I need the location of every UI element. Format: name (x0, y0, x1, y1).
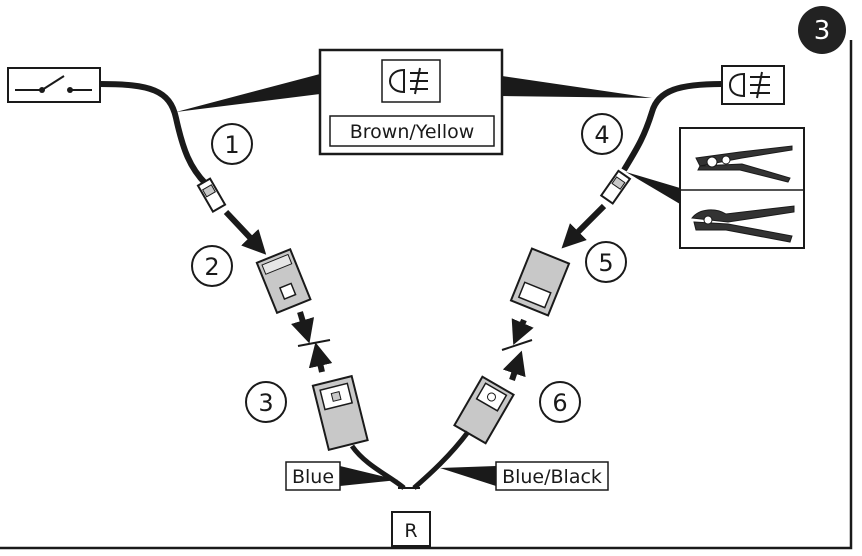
callout-3: 3 (245, 381, 287, 423)
callout-6: 6 (539, 381, 581, 423)
connector-housing-6 (453, 375, 515, 445)
wire-right-upper (621, 81, 723, 172)
callout-2: 2 (191, 245, 233, 287)
wire-color-label: Brown/Yellow (350, 121, 475, 143)
fog-lamp-icon (721, 65, 785, 105)
callout-wedge-tool (626, 172, 680, 204)
callout-wedge-left (176, 74, 320, 112)
step-badge: 3 (798, 6, 846, 54)
mating-arrows-left (291, 311, 333, 373)
svg-text:3: 3 (814, 16, 831, 46)
callout-5: 5 (585, 241, 627, 283)
callout-1: 1 (211, 123, 253, 165)
connector-housing-5 (509, 247, 571, 317)
terminal-left (196, 177, 227, 213)
fog-lamp-icon (388, 67, 428, 95)
connector-housing-3 (311, 374, 369, 452)
svg-text:3: 3 (258, 389, 273, 417)
crimping-tool-icon (679, 127, 805, 249)
callout-4: 4 (581, 113, 623, 155)
callout-wedge-right (502, 76, 652, 98)
svg-text:R: R (404, 520, 417, 542)
terminal-right (599, 169, 632, 205)
svg-text:1: 1 (224, 131, 239, 159)
svg-text:Blue/Black: Blue/Black (502, 466, 602, 488)
mating-arrows-right (501, 318, 534, 381)
wire-left-upper (99, 81, 209, 187)
relay-box: R (391, 511, 431, 547)
arrow-terminal-to-connector-right (561, 203, 607, 249)
svg-text:5: 5 (598, 249, 613, 277)
frame-border (0, 40, 853, 550)
wire-blue-black-label: Blue/Black (440, 461, 609, 491)
wire-blue (349, 444, 406, 490)
wire-color-callout: Brown/Yellow (318, 48, 504, 156)
arrow-terminal-to-connector-left (223, 209, 267, 255)
connector-housing-2 (255, 247, 312, 315)
svg-text:Blue: Blue (292, 466, 334, 488)
svg-text:4: 4 (594, 121, 609, 149)
wire-blue-black (412, 430, 470, 490)
wire-blue-label: Blue (285, 461, 398, 491)
svg-text:2: 2 (204, 253, 219, 281)
switch-icon (7, 67, 101, 103)
svg-text:6: 6 (552, 389, 567, 417)
